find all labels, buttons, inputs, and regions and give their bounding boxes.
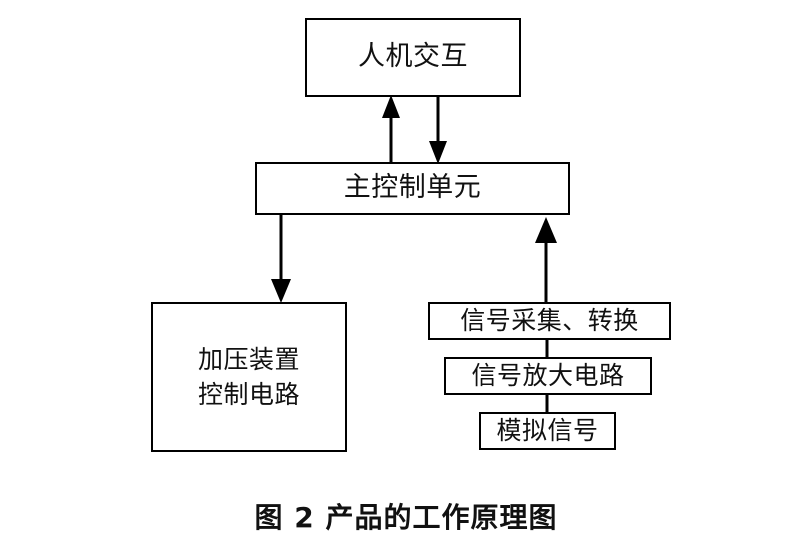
node-signal-acquisition-conversion: 信号采集、转换 — [428, 302, 671, 340]
edge-mcu-to-pressure — [271, 215, 291, 303]
figure-caption: 图 2 产品的工作原理图 — [254, 501, 558, 534]
node-main-control-unit: 主控制单元 — [255, 162, 570, 215]
node-human-machine-interaction: 人机交互 — [305, 18, 521, 97]
edge-hmi-to-mcu — [429, 97, 447, 164]
edge-acquire-to-mcu — [535, 217, 557, 302]
node-pressurizing-device-control-circuit: 加压装置 控制电路 — [151, 302, 347, 452]
node-analog-signal: 模拟信号 — [479, 412, 616, 450]
edge-mcu-to-hmi — [382, 95, 400, 162]
node-signal-amplification-circuit: 信号放大电路 — [444, 357, 652, 395]
